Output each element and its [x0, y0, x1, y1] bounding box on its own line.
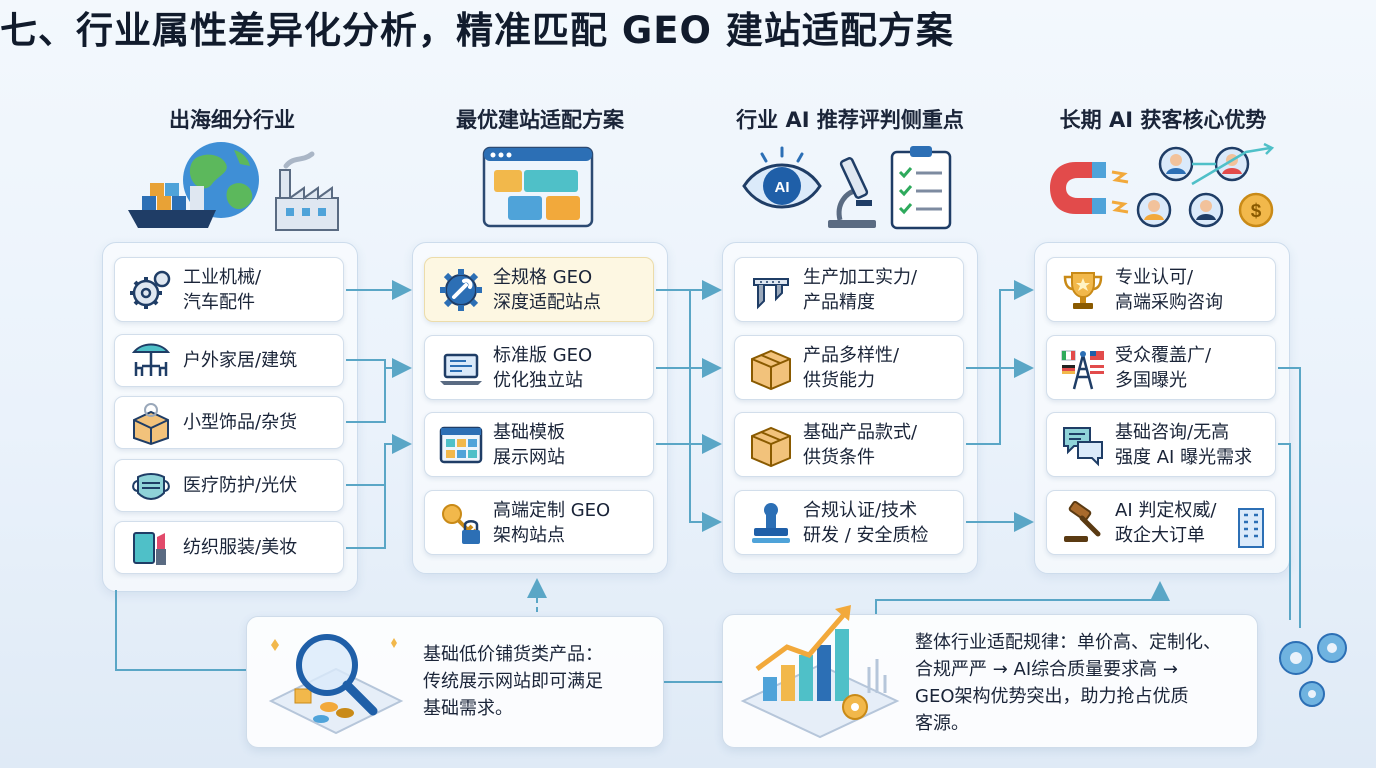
key-lock-icon: [433, 495, 489, 551]
item-line2: 强度 AI 曝光需求: [1115, 446, 1253, 468]
item-line1: 基础咨询/无高: [1115, 421, 1230, 443]
magnifier-icon: [268, 634, 404, 735]
microscope-icon: [828, 157, 876, 228]
low-cost-products-note: 基础低价铺货类产品： 传统展示网站即可满足 基础需求。: [246, 616, 664, 748]
note-line: 基础需求。: [423, 698, 513, 719]
advantage-item-professional: 专业认可/高端采购咨询: [1046, 257, 1276, 322]
factory-icon: [275, 151, 339, 231]
caliper-icon: [743, 262, 799, 318]
item-line1: 合规认证/技术: [803, 499, 918, 521]
website-puzzle-icon: [482, 146, 594, 228]
column-heading-ai-criteria: 行业 AI 推荐评判侧重点: [736, 108, 964, 132]
advantage-item-basic-inquiry: 基础咨询/无高强度 AI 曝光需求: [1046, 412, 1276, 477]
industry-item-machinery: 工业机械/汽车配件: [114, 257, 344, 322]
ai-criteria-header-illustration: AI: [740, 140, 955, 232]
coin-icon: $: [1238, 192, 1274, 228]
box-icon: [743, 417, 799, 473]
gavel-icon: [1055, 495, 1111, 551]
flags-tower-icon: [1055, 340, 1111, 396]
item-line1: 小型饰品/杂货: [183, 412, 298, 433]
item-line1: AI 判定权威/: [1115, 499, 1217, 521]
patio-furniture-icon: [123, 333, 179, 389]
column-heading-industry: 出海细分行业: [169, 108, 295, 132]
criteria-item-basic-style: 基础产品款式/供货条件: [734, 412, 964, 477]
item-line2: 汽车配件: [183, 291, 255, 313]
item-line1: 专业认可/: [1115, 266, 1194, 288]
item-line2: 优化独立站: [493, 369, 583, 391]
trophy-icon: [1055, 262, 1111, 318]
cargo-ship-icon: [128, 183, 216, 228]
item-line2: 产品精度: [803, 291, 875, 313]
growth-chart-icon: [740, 605, 900, 739]
people-network-icon: [1136, 142, 1275, 228]
item-line2: 供货条件: [803, 446, 875, 468]
column-heading-solution: 最优建站适配方案: [456, 108, 624, 132]
item-line1: 受众覆盖广/: [1115, 344, 1212, 366]
solution-item-full-geo: 全规格 GEO 深度适配站点: [424, 257, 654, 322]
ai-eye-icon: AI: [742, 146, 822, 209]
solution-item-custom-geo: 高端定制 GEO 架构站点: [424, 490, 654, 555]
advantage-header-illustration: $: [1046, 140, 1286, 232]
svg-text:$: $: [1251, 201, 1262, 222]
item-line2: 高端采购咨询: [1115, 291, 1223, 313]
checklist-icon: [890, 146, 952, 230]
column-heading-advantage: 长期 AI 获客核心优势: [1059, 108, 1267, 132]
item-line1: 生产加工实力/: [803, 266, 918, 288]
laptop-icon: [433, 340, 489, 396]
item-line1: 全规格 GEO: [493, 266, 593, 288]
solution-item-standard-geo: 标准版 GEO 优化独立站: [424, 335, 654, 400]
criteria-item-compliance: 合规认证/技术研发 / 安全质检: [734, 490, 964, 555]
overall-rule-note: 整体行业适配规律：单价高、定制化、 合规严严 → AI综合质量要求高 → GEO…: [722, 605, 1258, 748]
page-title: 七、行业属性差异化分析，精准匹配 GEO 建站适配方案: [0, 9, 954, 52]
item-line2: 深度适配站点: [493, 291, 601, 313]
item-line1: 基础模板: [493, 421, 565, 443]
item-line1: 医疗防护/光伏: [183, 475, 298, 496]
item-line1: 标准版 GEO: [493, 344, 593, 366]
industry-item-textile: 纺织服装/美妆: [114, 521, 344, 574]
advantage-item-coverage: 受众覆盖广/多国曝光: [1046, 335, 1276, 400]
advantage-item-authority: AI 判定权威/政企大订单: [1046, 490, 1276, 555]
stamp-icon: [743, 495, 799, 551]
item-line1: 高端定制 GEO: [493, 499, 611, 521]
gear-wrench-icon: [433, 262, 489, 318]
note-line: 合规严严 → AI综合质量要求高 →: [915, 659, 1178, 680]
criteria-item-diversity: 产品多样性/供货能力: [734, 335, 964, 400]
item-line2: 展示网站: [493, 446, 565, 468]
solution-item-basic-template: 基础模板展示网站: [424, 412, 654, 477]
lipstick-icon: [123, 520, 179, 576]
note-line: 传统展示网站即可满足: [423, 671, 603, 692]
item-line1: 产品多样性/: [803, 344, 900, 366]
item-line2: 供货能力: [803, 369, 875, 391]
item-line1: 工业机械/: [183, 266, 262, 288]
jewelry-box-icon: [123, 395, 179, 451]
note-line: GEO架构优势突出，助力抢占优质: [915, 686, 1189, 707]
note-line: 基础低价铺货类产品：: [423, 644, 603, 665]
criteria-item-production: 生产加工实力/产品精度: [734, 257, 964, 322]
item-line2: 政企大订单: [1115, 524, 1205, 546]
gears-icon: [1279, 633, 1347, 707]
industry-item-medical: 医疗防护/光伏: [114, 459, 344, 512]
item-line1: 基础产品款式/: [803, 421, 918, 443]
industry-item-accessories: 小型饰品/杂货: [114, 396, 344, 449]
industry-header-illustration: [126, 140, 346, 235]
box-icon: [743, 340, 799, 396]
template-grid-icon: [433, 417, 489, 473]
item-line2: 多国曝光: [1115, 369, 1187, 391]
svg-text:AI: AI: [775, 179, 790, 196]
magnet-icon: [1050, 162, 1129, 214]
note-line: 整体行业适配规律：单价高、定制化、: [915, 632, 1221, 653]
building-icon: [1238, 508, 1264, 548]
note-line: 客源。: [915, 713, 969, 734]
chat-bubbles-icon: [1055, 417, 1111, 473]
item-line2: 研发 / 安全质检: [803, 524, 929, 546]
gear-icon: [123, 262, 179, 318]
item-line2: 架构站点: [493, 524, 565, 546]
item-line1: 纺织服装/美妆: [183, 537, 298, 558]
item-line1: 户外家居/建筑: [183, 350, 298, 371]
industry-item-outdoor: 户外家居/建筑: [114, 334, 344, 387]
face-mask-icon: [123, 458, 179, 514]
